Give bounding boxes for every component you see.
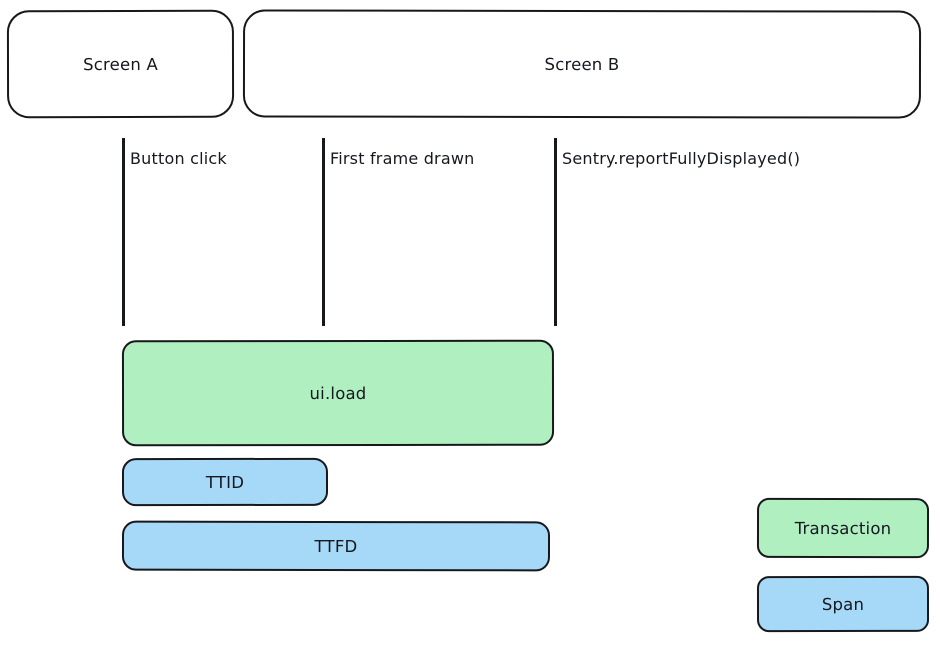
screen-box-b[interactable]: Screen B	[242, 9, 922, 119]
screen-box-b-label: Screen B	[544, 54, 620, 74]
legend-chip-transaction-label: Transaction	[794, 518, 892, 538]
bar-ui-load[interactable]: ui.load	[121, 339, 555, 447]
legend-chip-transaction[interactable]: Transaction	[756, 497, 930, 559]
bar-ttfd[interactable]: TTFD	[121, 520, 551, 572]
screen-box-a[interactable]: Screen A	[6, 9, 235, 119]
marker-line-first-frame-drawn	[322, 138, 325, 326]
screen-box-a-label: Screen A	[83, 54, 158, 74]
bar-ttid[interactable]: TTID	[121, 457, 329, 507]
marker-label-report-fully-displayed: Sentry.reportFullyDisplayed()	[562, 149, 801, 168]
marker-label-first-frame-drawn: First frame drawn	[330, 149, 475, 168]
marker-label-button-click: Button click	[130, 149, 227, 168]
legend-chip-span-label: Span	[821, 594, 865, 614]
legend-chip-span[interactable]: Span	[756, 575, 930, 633]
bar-ttfd-label: TTFD	[314, 536, 358, 556]
bar-ui-load-label: ui.load	[309, 383, 367, 403]
marker-line-button-click	[122, 138, 125, 326]
marker-line-report-fully-displayed	[554, 138, 557, 326]
bar-ttid-label: TTID	[205, 472, 245, 492]
